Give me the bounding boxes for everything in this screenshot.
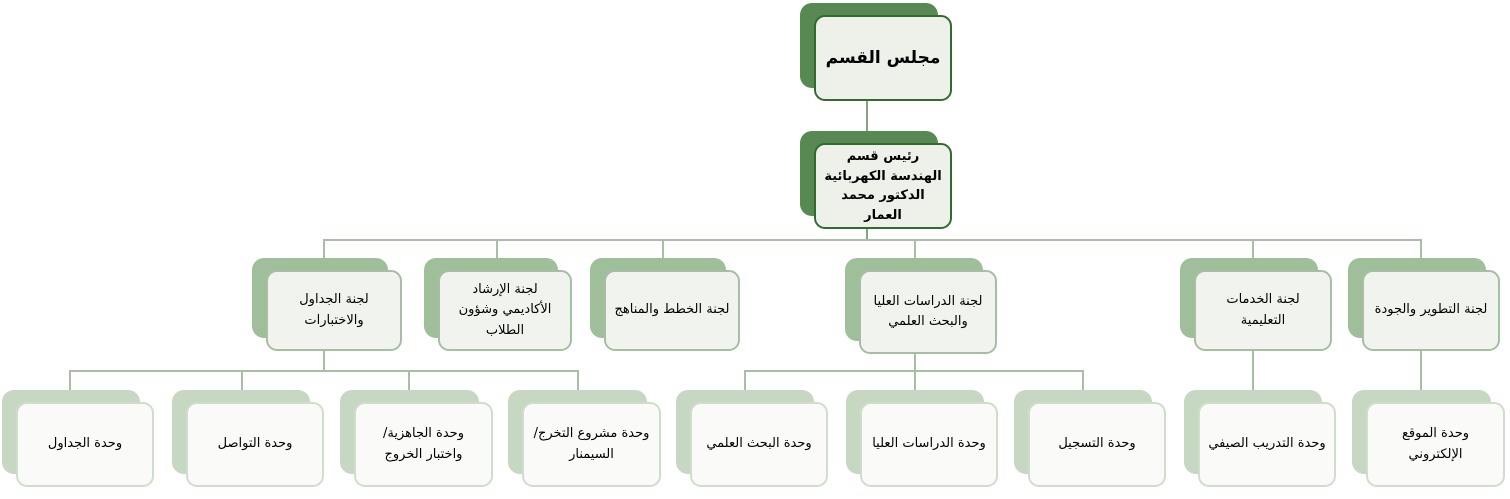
node-label: لجنة الخدمات التعليمية xyxy=(1226,292,1300,328)
node-unit-communication: وحدة التواصل xyxy=(172,390,324,487)
node-label: وحدة التدريب الصيفي xyxy=(1208,436,1326,452)
node-unit-graduation-project-seminar: وحدة مشروع التخرج/ السيمنار xyxy=(508,390,661,487)
connector-rail-to-educational-services xyxy=(1252,239,1254,263)
node-committee-graduate-studies-research: لجنة الدراسات العليا والبحث العلمي xyxy=(845,258,997,354)
node-unit-readiness-exit-exam: وحدة الجاهزية/ واختبار الخروج xyxy=(340,390,493,487)
node-committee-plans-curricula: لجنة الخطط والمناهج xyxy=(590,258,740,351)
rail-committees xyxy=(324,239,1422,241)
connector-rail3-to-scientific-research-unit xyxy=(744,370,746,394)
node-label: لجنة الجداول والاختبارات xyxy=(299,292,369,328)
node-label: لجنة الخطط والمناهج xyxy=(614,302,730,318)
node-label: وحدة التواصل xyxy=(217,436,293,452)
connector-rail2-to-schedules-unit xyxy=(69,370,71,394)
connector-rail2-to-readiness-unit xyxy=(408,370,410,394)
node-label: وحدة الجاهزية/ واختبار الخروج xyxy=(382,426,464,462)
node-label: وحدة مشروع التخرج/ السيمنار xyxy=(533,426,650,462)
node-unit-registration: وحدة التسجيل xyxy=(1014,390,1166,487)
node-label: رئيس قسم الهندسة الكهربائية الدكتور محمد… xyxy=(824,149,942,223)
connector-rail-to-graduate-studies xyxy=(914,239,916,263)
node-unit-graduate-studies: وحدة الدراسات العليا xyxy=(846,390,998,487)
node-unit-schedules: وحدة الجداول xyxy=(2,390,154,487)
node-label: لجنة التطوير والجودة xyxy=(1374,302,1488,318)
node-committee-educational-services: لجنة الخدمات التعليمية xyxy=(1180,258,1332,351)
node-committee-development-quality: لجنة التطوير والجودة xyxy=(1348,258,1500,351)
connector-development-quality-to-website xyxy=(1420,350,1422,394)
node-department-council: مجلس القسم xyxy=(800,3,952,101)
node-label: وحدة الدراسات العليا xyxy=(872,436,986,452)
connector-graduate-studies-to-graduate-studies-unit xyxy=(914,352,916,394)
node-unit-scientific-research: وحدة البحث العلمي xyxy=(676,390,828,487)
node-unit-summer-training: وحدة التدريب الصيفي xyxy=(1184,390,1336,487)
connector-educational-services-to-summer-training xyxy=(1252,350,1254,394)
node-committee-schedules-exams: لجنة الجداول والاختبارات xyxy=(252,258,402,351)
node-label: لجنة الدراسات العليا والبحث العلمي xyxy=(873,293,983,329)
node-label: لجنة الإرشاد الأكاديمي وشؤون الطلاب xyxy=(458,282,552,338)
rail-units-graduate-studies xyxy=(744,370,1084,372)
connector-rail-to-development-quality xyxy=(1420,239,1422,263)
node-committee-academic-advising: لجنة الإرشاد الأكاديمي وشؤون الطلاب xyxy=(424,258,572,351)
node-unit-website: وحدة الموقع الإلكتروني xyxy=(1352,390,1505,487)
connector-rail-to-plans-curricula xyxy=(662,239,664,263)
node-label: وحدة البحث العلمي xyxy=(706,436,812,452)
connector-rail3-to-registration-unit xyxy=(1082,370,1084,394)
connector-council-to-head xyxy=(866,99,868,144)
connector-rail2-to-graduation-project-unit xyxy=(577,370,579,394)
rail-units-schedules-exams xyxy=(69,370,579,372)
node-label: وحدة التسجيل xyxy=(1058,436,1136,452)
node-label: وحدة الموقع الإلكتروني xyxy=(1401,426,1470,462)
connector-schedules-exams-to-rail2 xyxy=(323,350,325,371)
node-department-head: رئيس قسم الهندسة الكهربائية الدكتور محمد… xyxy=(800,131,952,229)
node-label: وحدة الجداول xyxy=(47,436,123,452)
connector-head-to-rail xyxy=(866,227,868,241)
connector-rail-to-academic-advising xyxy=(496,239,498,263)
connector-rail-to-schedules-exams xyxy=(323,239,325,263)
connector-rail2-to-communication-unit xyxy=(241,370,243,394)
node-label: مجلس القسم xyxy=(825,48,941,68)
